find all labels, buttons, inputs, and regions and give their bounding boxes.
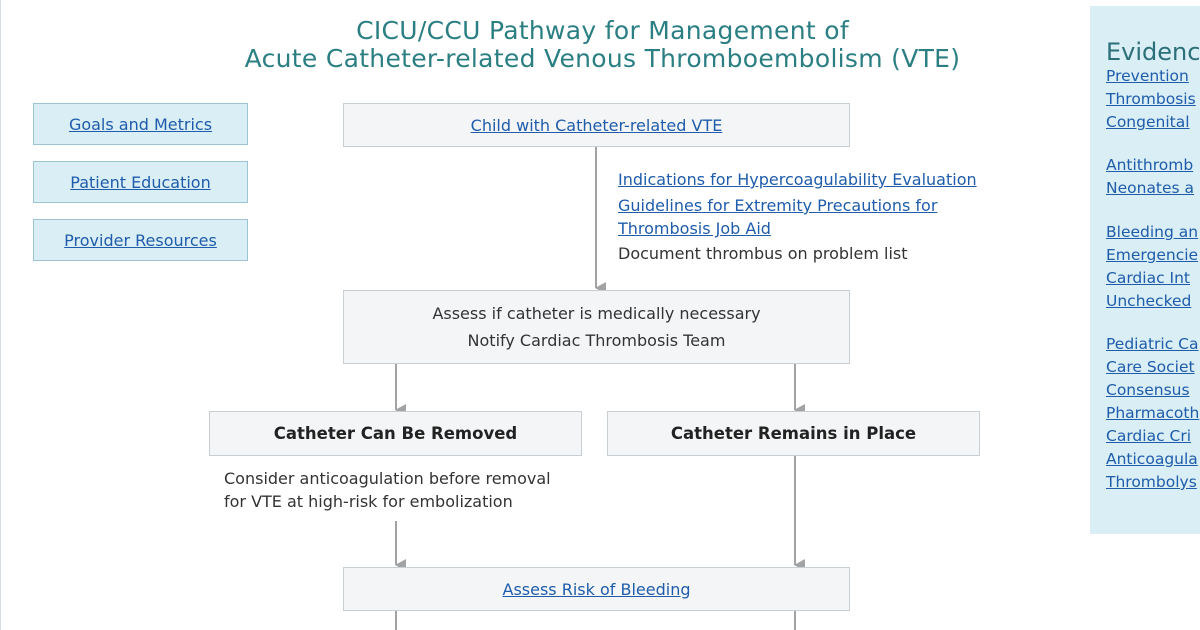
title-line-1: CICU/CCU Pathway for Management of [356, 16, 849, 45]
evidence-link[interactable]: Antithromb [1106, 156, 1194, 174]
title-line-2: Acute Catheter-related Venous Thromboemb… [244, 44, 961, 73]
hypercoagulability-evaluation-link[interactable]: Indications for Hypercoagulability Evalu… [618, 170, 977, 189]
start-notes: Indications for Hypercoagulability Evalu… [618, 168, 977, 265]
provider-resources-button[interactable]: Provider Resources [33, 219, 248, 261]
evidence-group-3: Bleeding an Emergencie Cardiac Int Unche… [1106, 221, 1198, 313]
patient-education-button[interactable]: Patient Education [33, 161, 248, 203]
removed-note-line-1: Consider anticoagulation before removal [224, 469, 551, 488]
patient-education-link[interactable]: Patient Education [70, 172, 211, 192]
assess-catheter-line-1: Assess if catheter is medically necessar… [432, 304, 761, 323]
evidence-link[interactable]: Thrombolys [1106, 473, 1197, 491]
assess-bleeding-link[interactable]: Assess Risk of Bleeding [502, 579, 691, 599]
extremity-precautions-link-line-2[interactable]: Thrombosis Job Aid [618, 219, 771, 238]
evidence-group-4: Pediatric Ca Care Societ Consensus Pharm… [1106, 333, 1199, 494]
evidence-link[interactable]: Anticoagula [1106, 450, 1198, 468]
evidence-group-1: Prevention Thrombosis Congenital [1106, 65, 1196, 134]
evidence-panel: Evidenc Prevention Thrombosis Congenital… [1090, 6, 1200, 534]
flow-connectors [395, 147, 805, 630]
evidence-link[interactable]: Neonates a [1106, 179, 1195, 197]
extremity-precautions-link-line-1[interactable]: Guidelines for Extremity Precautions for [618, 196, 938, 215]
evidence-link[interactable]: Cardiac Cri [1106, 427, 1192, 445]
assess-catheter-box: Assess if catheter is medically necessar… [343, 290, 850, 364]
evidence-link[interactable]: Pharmacoth [1106, 404, 1200, 422]
document-thrombus-text: Document thrombus on problem list [618, 244, 908, 263]
assess-bleeding-box[interactable]: Assess Risk of Bleeding [343, 567, 850, 611]
assess-catheter-line-2: Notify Cardiac Thrombosis Team [467, 331, 726, 350]
child-catheter-vte-box[interactable]: Child with Catheter-related VTE [343, 103, 850, 147]
goals-and-metrics-link[interactable]: Goals and Metrics [68, 114, 213, 134]
evidence-link[interactable]: Congenital [1106, 113, 1190, 131]
provider-resources-link[interactable]: Provider Resources [64, 230, 217, 250]
evidence-link[interactable]: Prevention [1106, 67, 1189, 85]
evidence-link[interactable]: Pediatric Ca [1106, 335, 1199, 353]
evidence-link[interactable]: Bleeding an [1106, 223, 1199, 241]
goals-and-metrics-button[interactable]: Goals and Metrics [33, 103, 248, 145]
page-title: CICU/CCU Pathway for Management of Acute… [150, 17, 1055, 73]
evidence-link[interactable]: Cardiac Int [1106, 269, 1190, 287]
child-catheter-vte-link[interactable]: Child with Catheter-related VTE [470, 115, 723, 135]
catheter-in-place-box: Catheter Remains in Place [607, 411, 980, 456]
evidence-link[interactable]: Emergencie [1106, 246, 1199, 264]
removed-note-line-2: for VTE at high-risk for embolization [224, 492, 513, 511]
evidence-title: Evidenc [1106, 38, 1200, 66]
evidence-link[interactable]: Care Societ [1106, 358, 1195, 376]
evidence-link[interactable]: Consensus [1106, 381, 1190, 399]
evidence-link[interactable]: Thrombosis [1106, 90, 1196, 108]
evidence-group-2: Antithromb Neonates a [1106, 154, 1194, 200]
removed-note: Consider anticoagulation before removal … [224, 467, 551, 513]
evidence-link[interactable]: Unchecked [1106, 292, 1192, 310]
catheter-removed-box: Catheter Can Be Removed [209, 411, 582, 456]
catheter-in-place-label: Catheter Remains in Place [670, 424, 917, 443]
catheter-removed-label: Catheter Can Be Removed [273, 424, 518, 443]
